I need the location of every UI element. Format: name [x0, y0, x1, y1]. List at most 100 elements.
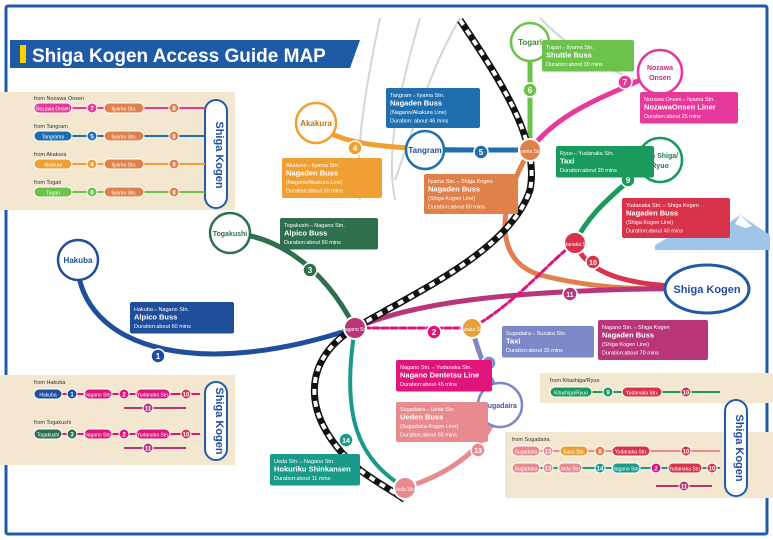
route-info-line: Sugadaira⇔Ueda Stn. [400, 407, 456, 413]
route-info-line: Hokuriku Shinkansen [274, 465, 351, 474]
route-info-line: Iiyama Stn.⇔Shiga Kogen [428, 179, 493, 185]
map-title: Shiga Kogen Access Guide MAP [32, 46, 326, 67]
panel-stop-label: Iiyama Stn. [111, 135, 136, 141]
panel-route-num: 10 [183, 433, 190, 439]
route-badge-11 [562, 286, 578, 302]
panel-stop-label: Ueda Stn. [559, 467, 581, 473]
panel-stop-label: Tangrama [42, 135, 64, 141]
panel-stop-label: Togakushi [37, 433, 60, 439]
panel-route-num: 3 [70, 433, 74, 439]
route-info-box-3: Togakushi⇔Nagano Stn.Alpico BussDuration… [280, 218, 378, 250]
panel-route-num: 13 [545, 467, 552, 473]
panel-from-label: from Akakura [34, 152, 67, 158]
panel-route-num: 2 [654, 467, 658, 473]
route-info-line: Duration:about 30 mins [506, 348, 563, 354]
panel-route-num: 8 [598, 450, 602, 456]
route-info-line: Taxi [506, 337, 520, 346]
route-badge-num-4: 4 [353, 144, 358, 153]
suzaka-station-node [461, 317, 483, 339]
route-info-line: (Shiga Kogen Line) [626, 220, 673, 226]
route-14-line [348, 326, 407, 490]
route-info-boxes: Hakuba⇔Nagano Stn.Alpico BussDuration:ab… [130, 40, 738, 486]
panel-route-num: 4 [90, 163, 94, 169]
togakushi-marker [208, 211, 252, 255]
route-info-line: Yudanaka Stn.⇔Shiga Kogen [626, 203, 699, 209]
panel-stop-label: Hakuba [39, 393, 56, 399]
route-info-line: Nagaden Buss [286, 169, 338, 178]
route-badge-6 [522, 82, 538, 98]
panel-stop-label: Iiyama Stn. [111, 163, 136, 169]
route-info-line: Togakushi⇔Nagano Stn. [284, 223, 345, 229]
panel-route-num: 2 [122, 433, 126, 439]
route-badge-1 [150, 348, 166, 364]
panel-stop-label: Yudanaka Stn. [137, 433, 170, 439]
kitashiga-label-2: Ryuo [651, 163, 669, 170]
panel-stop-label: Togari [46, 191, 60, 197]
panel-route-num: 9 [606, 391, 610, 397]
route-info-line: Duration:about 30 mins [546, 62, 603, 68]
route-info-line: Nozawa Onsen⇔Iiyama Stn. [644, 97, 715, 103]
panel-stop-label: Yudanaka Stn. [137, 393, 170, 399]
hakuba-label: Hakuba [64, 256, 93, 265]
route-badge-5 [473, 144, 489, 160]
panel-route-num: 2 [122, 393, 126, 399]
akakura-label: Akakura [300, 119, 332, 128]
left-top-vertical-label: Shiga Kogen [213, 121, 225, 189]
route-badge-num-5: 5 [479, 148, 484, 157]
station-nodes: Nagano Stn. Suzaka Stn. Yudanaka Stn. Ii… [341, 138, 592, 500]
panel-route-num: 1 [70, 393, 74, 399]
route-info-box-5: Tangram⇔Iiyama Stn.Nagaden Buss(Nagano/A… [386, 88, 480, 128]
route-info-line: Sugadaira⇔Suzaka Stn. [506, 331, 567, 337]
route-info-line: Alpico Buss [284, 229, 327, 238]
route-info-line: Duration:about 11 mins [274, 476, 331, 482]
route-badge-num-13: 13 [474, 448, 482, 455]
route-info-box-4: Akakura⇔Iiyama Stn.Nagaden Buss(Nagano/A… [282, 158, 382, 198]
route-badge-num-6: 6 [528, 86, 533, 95]
route-info-line: Ueden Buss [400, 413, 443, 422]
route-info-line: Akakura⇔Iiyama Stn. [286, 163, 340, 169]
left-bottom-vertical-label: Shiga Kogen [213, 387, 225, 455]
panel-route-num: 13 [545, 450, 552, 456]
iiyama-station-label: Iiyama Stn. [517, 149, 542, 155]
nozawa-marker [636, 48, 684, 96]
kitashiga-label: Kita Shiga/ [642, 153, 678, 160]
route-info-line: Alpico Buss [134, 313, 177, 322]
route-info-line: Duration:about 40 mins [626, 229, 683, 235]
panel-route-num: 5 [90, 135, 94, 141]
route-badge-14 [338, 432, 354, 448]
panel-stop-label: Yudanaka Stn. [615, 450, 648, 456]
yudanaka-station-label: Yudanaka Stn. [559, 242, 592, 248]
route-info-line: Duration:about 60 mins [134, 324, 191, 330]
route-info-box-7: Nozawa Onsen⇔Iiyama Stn.NozawaOnsen Line… [640, 92, 738, 124]
route-info-line: Ueda Stn.⇔Nagano Stn. [274, 459, 335, 465]
tangram-label: Tangram [408, 146, 441, 155]
sugadaira-label: Sugadaira [483, 403, 517, 410]
panel-stop-label: Iiyama Stn. [111, 107, 136, 113]
panel-stop-label: Sugadaira [515, 467, 538, 473]
panel-from-label: from Hakuba [34, 380, 66, 386]
route-info-line: Nagaden Buss [626, 209, 678, 218]
route-badge-num-2: 2 [432, 328, 437, 337]
route-badge-num-7: 7 [623, 78, 628, 87]
akakura-marker [294, 101, 338, 145]
panel-route-num: 10 [683, 391, 690, 397]
route-info-line: (Sugadaira Kogen Line) [400, 424, 458, 430]
route-number-badges: 1234567891011121314 [150, 74, 636, 458]
panel-route-num: 8 [172, 163, 176, 169]
panel-stop-label: Yudanaka Stn. [626, 391, 659, 397]
panel-route-num: 6 [90, 191, 94, 197]
panel-stop-label: Akakura [44, 163, 63, 169]
panel-route-num: 8 [172, 191, 176, 197]
hakuba-marker [56, 238, 100, 282]
panel-from-label: from Sugadaira [512, 437, 551, 443]
panel-from-label: from Kitashiga/Ryuo [550, 378, 600, 384]
